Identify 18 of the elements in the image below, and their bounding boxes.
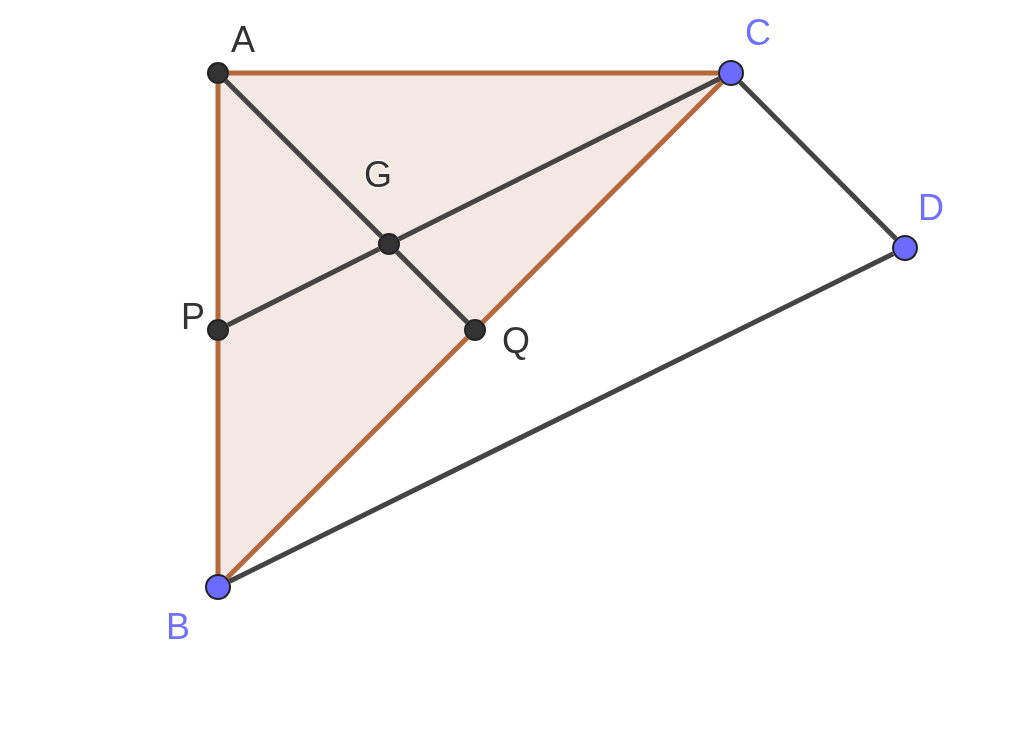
point-label: G [364, 157, 392, 193]
line-segment [215, 341, 221, 574]
line-segment [226, 246, 381, 328]
point-label: A [231, 22, 255, 58]
point-label: C [745, 15, 771, 51]
line-segment [481, 80, 724, 324]
point-label: D [918, 190, 944, 226]
line-segment [224, 79, 383, 238]
point-label: Q [502, 323, 530, 359]
point-label: P [181, 299, 205, 335]
line-segment [229, 70, 718, 76]
line-segment [395, 250, 469, 324]
line-segment [397, 76, 721, 242]
line-segment [225, 336, 469, 580]
line-segment [738, 80, 898, 241]
line-segment [228, 251, 895, 584]
point-label: B [166, 609, 190, 645]
line-segment [215, 84, 221, 319]
